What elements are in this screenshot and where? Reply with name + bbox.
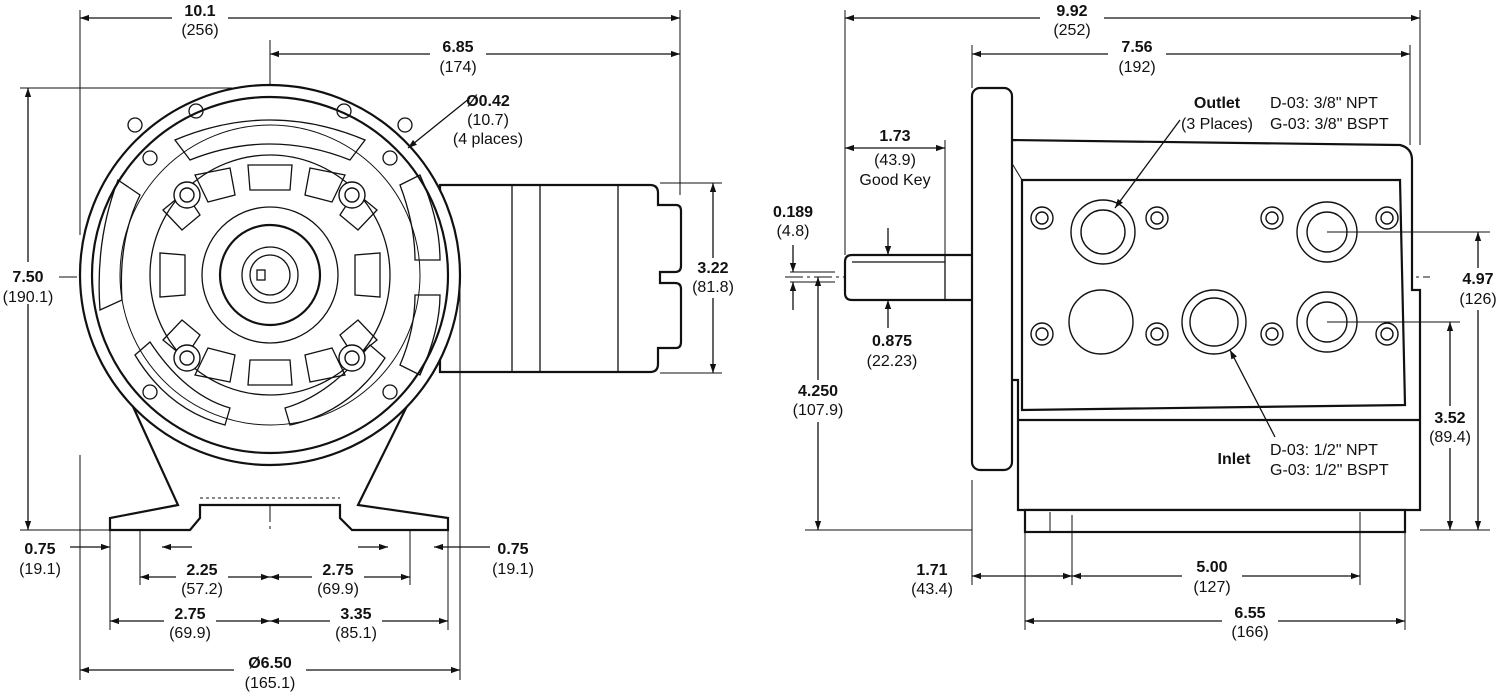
- overall-length-metric: (252): [1053, 22, 1090, 39]
- port-height-value: 4.97: [1462, 271, 1493, 288]
- motor-body: [438, 183, 683, 374]
- base-length-value: 6.55: [1234, 605, 1265, 622]
- flange-to-foot-value: 1.71: [916, 562, 947, 579]
- slot-left-metric: (57.2): [181, 581, 223, 598]
- flange-to-end-value: 7.56: [1121, 39, 1152, 56]
- shaft: [843, 253, 977, 302]
- side-dimension-labels: 9.92 (252) 7.56 (192) 1.73 (43.9) Good K…: [773, 2, 1500, 642]
- inlet-callout: Inlet D-03: 1/2" NPT G-03: 1/2" BSPT: [1218, 442, 1389, 479]
- side-view: 9.92 (252) 7.56 (192) 1.73 (43.9) Good K…: [773, 2, 1500, 642]
- overall-width-metric: (256): [181, 22, 218, 39]
- shaft-dia-metric: (22.23): [867, 353, 918, 370]
- slot-right-value: 2.75: [322, 562, 353, 579]
- inlet-spec-g: G-03: 1/2" BSPT: [1270, 462, 1389, 479]
- overall-length-value: 9.92: [1056, 3, 1087, 20]
- motor-dia-value: 3.22: [697, 260, 728, 277]
- shaft-end: [249, 254, 291, 296]
- flange-inner-circle: [90, 95, 450, 455]
- base-left-value: 2.75: [174, 606, 205, 623]
- ports: [1068, 199, 1358, 355]
- inlet-height-metric: (89.4): [1429, 429, 1471, 446]
- shaft-length-metric: (43.9): [874, 152, 916, 169]
- height-value: 7.50: [12, 269, 43, 286]
- flange-ring: [119, 124, 421, 426]
- flange-to-end-metric: (192): [1118, 59, 1155, 76]
- base-length-metric: (166): [1231, 624, 1268, 641]
- center-to-right-metric: (174): [439, 59, 476, 76]
- outlet-spec-g: G-03: 3/8" BSPT: [1270, 116, 1389, 133]
- shaft-height-metric: (107.9): [793, 402, 844, 419]
- inlet-title: Inlet: [1218, 451, 1252, 468]
- body-dia-metric: (165.1): [245, 675, 296, 692]
- flange-outer-circle: [78, 83, 462, 467]
- port-bolts: [1030, 206, 1399, 346]
- shaft-length-value: 1.73: [879, 128, 910, 145]
- mount-hole-metric: (10.7): [467, 112, 509, 129]
- outlet-spec-d: D-03: 3/8" NPT: [1270, 95, 1378, 112]
- good-key-note: Good Key: [859, 172, 930, 189]
- port-height-metric: (126): [1459, 291, 1496, 308]
- shaft-key: [256, 269, 266, 281]
- base-right-metric: (85.1): [335, 625, 377, 642]
- base-right-value: 3.35: [340, 606, 371, 623]
- flange-to-foot-metric: (43.4): [911, 581, 953, 598]
- front-view: 10.1 (256) 6.85 (174) 7.50 (190.1) Ø0.42…: [0, 2, 738, 694]
- foot-left-metric: (19.1): [19, 561, 61, 578]
- foot-spacing-metric: (127): [1193, 579, 1230, 596]
- mount-flange: [970, 86, 1014, 472]
- foot-right-metric: (19.1): [492, 561, 534, 578]
- outlet-title: Outlet: [1194, 95, 1241, 112]
- flange-holes: [127, 103, 413, 400]
- outer-pockets: [98, 119, 441, 426]
- plug-port: [1068, 289, 1134, 355]
- inlet-spec-d: D-03: 1/2" NPT: [1270, 442, 1378, 459]
- key-width-value: 0.189: [773, 204, 813, 221]
- shaft-height-value: 4.250: [798, 383, 838, 400]
- motor-dia-metric: (81.8): [692, 279, 734, 296]
- vane-ring: [149, 154, 391, 396]
- shaft-bore: [241, 246, 299, 304]
- slot-left-value: 2.25: [186, 562, 217, 579]
- mount-hole-value: Ø0.42: [466, 93, 510, 110]
- mount-bolts: [173, 181, 366, 372]
- inlet-height-value: 3.52: [1434, 410, 1465, 427]
- base-left-metric: (69.9): [169, 625, 211, 642]
- outlet-places: (3 Places): [1181, 116, 1253, 133]
- foot-right-value: 0.75: [497, 541, 528, 558]
- outlet-callout: Outlet (3 Places) D-03: 3/8" NPT G-03: 3…: [1181, 95, 1389, 133]
- front-dimension-labels: 10.1 (256) 6.85 (174) 7.50 (190.1) Ø0.42…: [0, 2, 738, 694]
- base-plate: [1023, 508, 1407, 534]
- height-metric: (190.1): [3, 289, 54, 306]
- hub-outer: [218, 223, 322, 327]
- overall-width-value: 10.1: [184, 3, 215, 20]
- foot-spacing-value: 5.00: [1196, 559, 1227, 576]
- slot-right-metric: (69.9): [317, 581, 359, 598]
- center-to-right-value: 6.85: [442, 39, 473, 56]
- body-dia-value: Ø6.50: [248, 655, 292, 672]
- hub-ring: [201, 206, 339, 344]
- key-width-metric: (4.8): [777, 223, 810, 240]
- shaft-dia-value: 0.875: [872, 333, 912, 350]
- foot-left-value: 0.75: [24, 541, 55, 558]
- mount-hole-note: (4 places): [453, 131, 523, 148]
